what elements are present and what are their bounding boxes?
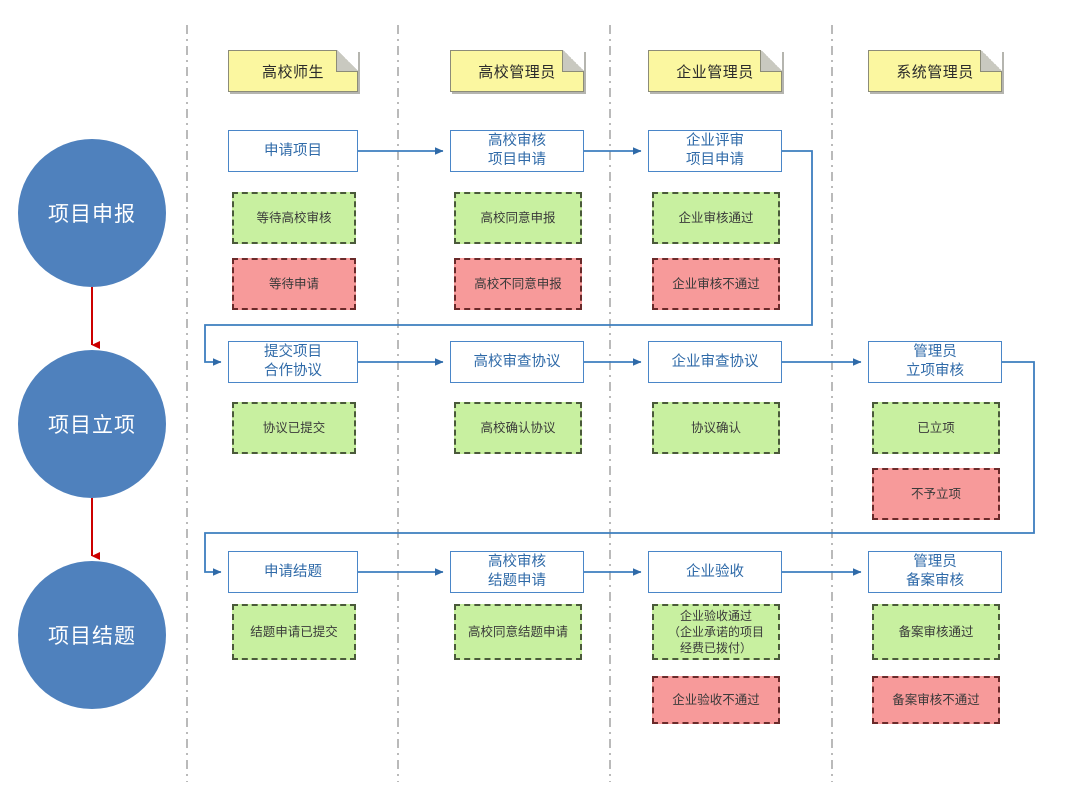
status-company-acceptance-pass[interactable]: 企业验收通过 （企业承诺的项目 经费已拨付） [652, 604, 780, 660]
process-school-review-application[interactable]: 高校审核 项目申请 [450, 130, 584, 172]
lane-header-school-admin[interactable]: 高校管理员 [450, 50, 584, 92]
process-company-review-application[interactable]: 企业评审 项目申请 [648, 130, 782, 172]
process-admin-approval-review[interactable]: 管理员 立项审核 [868, 341, 1002, 383]
phase-label: 项目立项 [48, 414, 136, 437]
status-school-agree-closure[interactable]: 高校同意结题申请 [454, 604, 582, 660]
status-agreement-submitted[interactable]: 协议已提交 [232, 402, 356, 454]
phase-label: 项目结题 [48, 625, 136, 648]
phase-label: 项目申报 [48, 203, 136, 226]
status-company-acceptance-fail[interactable]: 企业验收不通过 [652, 676, 780, 724]
process-apply-project[interactable]: 申请项目 [228, 130, 358, 172]
lane-header-teacher-student[interactable]: 高校师生 [228, 50, 358, 92]
status-waiting-school-review[interactable]: 等待高校审核 [232, 192, 356, 244]
note-fold-corner-icon [760, 50, 782, 72]
phase-circle-declaration[interactable]: 项目申报 [18, 139, 166, 287]
phase-circle-closure[interactable]: 项目结题 [18, 561, 166, 709]
status-company-review-fail[interactable]: 企业审核不通过 [652, 258, 780, 310]
lane-header-label: 高校师生 [261, 63, 324, 81]
process-company-acceptance[interactable]: 企业验收 [648, 551, 782, 593]
lane-header-company-admin[interactable]: 企业管理员 [648, 50, 782, 92]
process-school-review-closure[interactable]: 高校审核 结题申请 [450, 551, 584, 593]
lane-header-label: 系统管理员 [896, 63, 974, 81]
status-school-disagree-declaration[interactable]: 高校不同意申报 [454, 258, 582, 310]
process-company-check-agreement[interactable]: 企业审查协议 [648, 341, 782, 383]
process-school-check-agreement[interactable]: 高校审查协议 [450, 341, 584, 383]
status-waiting-application[interactable]: 等待申请 [232, 258, 356, 310]
process-apply-closure[interactable]: 申请结题 [228, 551, 358, 593]
status-agreement-confirmed[interactable]: 协议确认 [652, 402, 780, 454]
note-fold-corner-icon [980, 50, 1002, 72]
lane-header-label: 高校管理员 [478, 63, 556, 81]
phase-circle-approval[interactable]: 项目立项 [18, 350, 166, 498]
status-record-review-pass[interactable]: 备案审核通过 [872, 604, 1000, 660]
status-not-approved[interactable]: 不予立项 [872, 468, 1000, 520]
note-fold-corner-icon [562, 50, 584, 72]
status-closure-request-submitted[interactable]: 结题申请已提交 [232, 604, 356, 660]
status-approved[interactable]: 已立项 [872, 402, 1000, 454]
status-record-review-fail[interactable]: 备案审核不通过 [872, 676, 1000, 724]
note-fold-corner-icon [336, 50, 358, 72]
status-school-agree-declaration[interactable]: 高校同意申报 [454, 192, 582, 244]
process-submit-cooperation-agreement[interactable]: 提交项目 合作协议 [228, 341, 358, 383]
lane-header-system-admin[interactable]: 系统管理员 [868, 50, 1002, 92]
lane-header-label: 企业管理员 [676, 63, 754, 81]
status-school-confirm-agreement[interactable]: 高校确认协议 [454, 402, 582, 454]
status-company-review-pass[interactable]: 企业审核通过 [652, 192, 780, 244]
process-admin-record-review[interactable]: 管理员 备案审核 [868, 551, 1002, 593]
